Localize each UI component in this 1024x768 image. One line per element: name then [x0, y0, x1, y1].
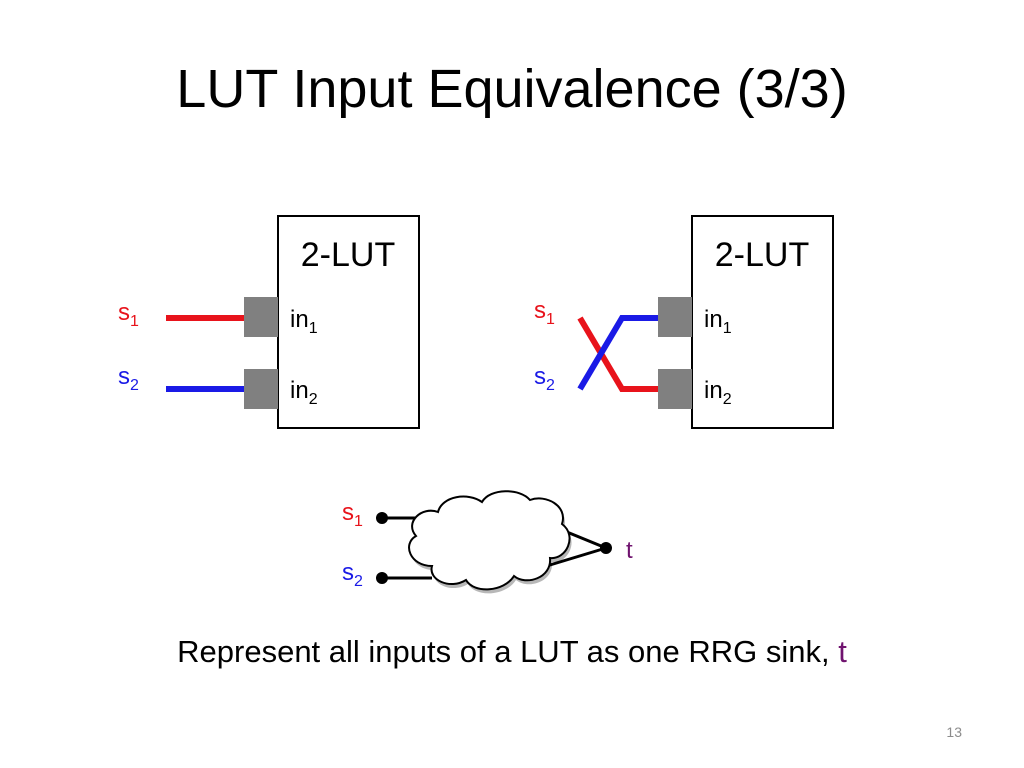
lut-right-pin-label-in2: in2: [704, 377, 732, 408]
slide-title: LUT Input Equivalence (3/3): [176, 59, 848, 119]
cloud-icon: [408, 490, 572, 594]
lut-left-signal-label-s2: s2: [118, 363, 139, 394]
lut-right-pin-in1: [658, 297, 692, 337]
rrg-source-node-s1: [376, 512, 388, 524]
caption-highlight: t: [838, 634, 847, 669]
lut-right-s1-wire: [577, 316, 660, 392]
rrg-graph: s1 s2 t: [342, 490, 633, 594]
lut-right: 2-LUT in1 in2 s1 s2: [534, 215, 834, 429]
caption: Represent all inputs of a LUT as one RRG…: [0, 636, 1024, 667]
rrg-sink-node-t: [600, 542, 612, 554]
rrg-source-node-s2: [376, 572, 388, 584]
lut-left-box: [277, 215, 420, 429]
lut-left-pin-in1: [244, 297, 278, 337]
lut-right-box: [691, 215, 834, 429]
lut-right-pin-label-in1: in1: [704, 306, 732, 337]
rrg-sink-label-t: t: [626, 537, 633, 564]
lut-left-signal-label-s1: s1: [118, 299, 139, 330]
caption-text: Represent all inputs of a LUT as one RRG…: [177, 634, 839, 669]
lut-right-signal-label-s2: s2: [534, 363, 555, 394]
rrg-source-label-s1: s1: [342, 499, 363, 530]
lut-right-pin-in2: [658, 369, 692, 409]
lut-left-pin-label-in1: in1: [290, 306, 318, 337]
lut-left-pin-label-in2: in2: [290, 377, 318, 408]
rrg-source-label-s2: s2: [342, 559, 363, 590]
lut-right-s2-wire: [577, 315, 660, 391]
slide-number: 13: [946, 724, 962, 740]
lut-right-label: 2-LUT: [715, 236, 809, 274]
lut-right-signal-label-s1: s1: [534, 297, 555, 328]
lut-left-label: 2-LUT: [301, 236, 395, 274]
rrg-wire-sink-lower: [539, 546, 607, 570]
lut-left-pin-in2: [244, 369, 278, 409]
lut-left: 2-LUT in1 in2 s1 s2: [118, 215, 420, 429]
